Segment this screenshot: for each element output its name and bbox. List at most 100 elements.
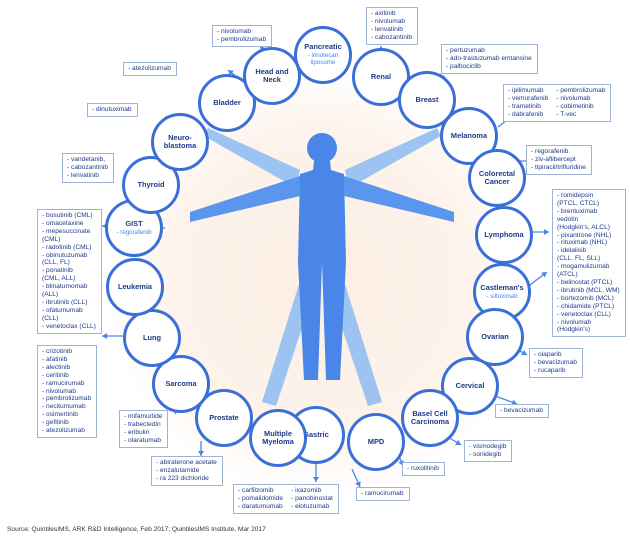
- figure-horizontal-arms-right: [344, 176, 454, 222]
- drug-item: (ATCL): [557, 271, 578, 279]
- drug-item: - regorafenib: [531, 148, 569, 155]
- drug-item: - ruxolitinib: [407, 465, 439, 472]
- disease-name: Pancreatic: [304, 42, 342, 52]
- disease-name: Multiple Myeloma: [262, 428, 294, 446]
- drug-item: - ixazomib: [291, 487, 322, 494]
- drug-item: - enzalutamide: [156, 466, 200, 474]
- drug-item: - pomalidomide: [238, 494, 284, 502]
- drug-item: - trametinib: [508, 102, 541, 110]
- disease-node: Sarcoma: [152, 355, 210, 413]
- disease-name: Breast: [415, 94, 439, 104]
- drug-item: (Hodgkin's, ALCL): [557, 223, 610, 231]
- drug-item: - palbociclib: [446, 62, 481, 70]
- arrowhead-icon: [544, 229, 549, 235]
- drug-list-bcc: - vismodegib- sonidegib: [464, 440, 513, 462]
- drug-item: - abiraterone acetate: [156, 459, 217, 466]
- disease-name: Renal: [370, 71, 392, 81]
- drug-item: - venetoclax (CLL): [42, 322, 96, 330]
- drug-item: - axitinib: [371, 10, 396, 17]
- drug-item: - ofatumumab: [42, 306, 83, 314]
- disease-node: Head and Neck: [243, 47, 301, 105]
- disease-subtitle: - regorafenib: [116, 228, 152, 236]
- disease-name: Prostate: [209, 412, 239, 422]
- drug-list-melanoma: - ipilimumab- vemurafenib- trametinib- d…: [503, 84, 612, 122]
- drug-item: - obinutuzumab: [42, 251, 88, 259]
- drug-list-prostate: - abiraterone acetate- enzalutamide- ra …: [151, 456, 223, 486]
- disease-name: Colorectal Cancer: [478, 168, 516, 186]
- drug-item: - pembrolizumab: [556, 87, 606, 94]
- drug-item: (Hodgkin's): [557, 326, 591, 334]
- drug-list-renal: - axitinib- nivolumab- lenvatinib- caboz…: [366, 7, 419, 45]
- disease-name: Cervical: [455, 380, 485, 390]
- disease-name: Ovarian: [481, 331, 509, 341]
- drug-item: - bortezomib (MCL): [557, 294, 614, 302]
- drug-item: - belinostat (PTCL): [557, 278, 613, 286]
- drug-item: - bevacizumab: [534, 358, 577, 366]
- drug-item: - dinutuximab: [92, 106, 132, 113]
- drug-item: - dabrafenib: [508, 110, 544, 118]
- drug-list-sarcoma: - mifamurtide- trabectedin- eribulin- ol…: [119, 410, 169, 448]
- drug-list-neuroblastoma: - dinutuximab: [87, 103, 138, 117]
- drug-item: - ra 223 dichloride: [156, 474, 209, 482]
- disease-name: Lung: [142, 332, 162, 342]
- drug-item: - ramucirumab: [42, 379, 85, 387]
- figure-head: [307, 133, 337, 163]
- drug-list-gastric: - ramucirumab: [356, 487, 410, 501]
- drug-list-myeloma: - carfilzomib- pomalidomide- daratumumab…: [233, 484, 339, 514]
- arrowhead-icon: [455, 439, 461, 445]
- disease-node: Breast: [398, 71, 456, 129]
- drug-list-thyroid: - vandetanib,- cabozantinib- lenvatinib: [62, 153, 115, 183]
- drug-item: - tipiracil/trifluridine: [531, 163, 586, 171]
- drug-item: (CLL, FL, SLL): [557, 255, 601, 263]
- disease-name: Gastric: [303, 429, 329, 439]
- drug-item: - rituximab (NHL): [557, 239, 608, 247]
- drug-item: - sonidegib: [469, 450, 502, 458]
- disease-name: Lymphoma: [484, 229, 524, 239]
- drug-item: - nivolumab: [42, 387, 77, 395]
- disease-node: Multiple Myeloma: [249, 409, 307, 467]
- drug-item: - necitumumab: [42, 403, 86, 411]
- figure-legs-right: [322, 262, 346, 380]
- drug-list-mpd: - ruxolitinib: [402, 462, 445, 476]
- disease-node: Lung: [123, 309, 181, 367]
- drug-item: - lenvatinib: [371, 25, 403, 33]
- drug-item: - bosutinib (CML): [42, 212, 93, 219]
- disease-node: Neuro-blastoma: [151, 113, 209, 171]
- drug-item: - atezolizumab: [128, 65, 171, 72]
- drug-item: - blinatumomab: [42, 283, 88, 291]
- drug-item: - ziv-aflibercept: [531, 155, 576, 163]
- disease-subtitle: - irinotecan liposome: [307, 51, 339, 67]
- arrowhead-icon: [228, 70, 234, 76]
- drug-item: - olaratumab: [124, 436, 162, 444]
- drug-item: - daratumumab: [238, 502, 283, 510]
- drug-item: - olaparib: [534, 351, 562, 358]
- drug-item: - gefitinib: [42, 419, 69, 427]
- drug-item: - eribulin: [124, 428, 150, 436]
- drug-item: - brentuximab: [557, 207, 598, 215]
- arrowhead-icon: [541, 272, 547, 278]
- drug-item: - venetoclax (CLL): [557, 310, 611, 318]
- disease-name: Sarcoma: [165, 378, 197, 388]
- drug-item: - nivolumab: [557, 318, 592, 326]
- figure-body: [298, 161, 346, 262]
- drug-item: - vismodegib: [469, 443, 507, 450]
- drug-item: - vemurafenib: [508, 94, 549, 102]
- drug-item: - ibrutinib (CLL): [42, 298, 88, 306]
- drug-item: - atezolizumab: [42, 427, 85, 435]
- drug-item: - ponatinib: [42, 267, 73, 275]
- disease-node: Basel Cell Carcinoma: [401, 389, 459, 447]
- drug-item: - chidamide (PTCL): [557, 302, 615, 310]
- disease-node: Cervical: [441, 357, 499, 415]
- drug-item: - mifamurtide: [124, 413, 163, 420]
- drug-item: - ceritinib: [42, 371, 69, 379]
- drug-item: (ALL): [42, 291, 59, 299]
- disease-node: MPD: [347, 413, 405, 471]
- drug-list-leukemia: - bosutinib (CML)- omacetaxine- mepesucc…: [37, 209, 102, 334]
- drug-item: - panobinostat: [291, 494, 333, 502]
- disease-name: Neuro-blastoma: [163, 132, 197, 150]
- drug-item: - T-vec: [556, 110, 577, 118]
- disease-node: Ovarian: [466, 308, 524, 366]
- drug-item: - ado-trastuzumab emtansine: [446, 54, 532, 62]
